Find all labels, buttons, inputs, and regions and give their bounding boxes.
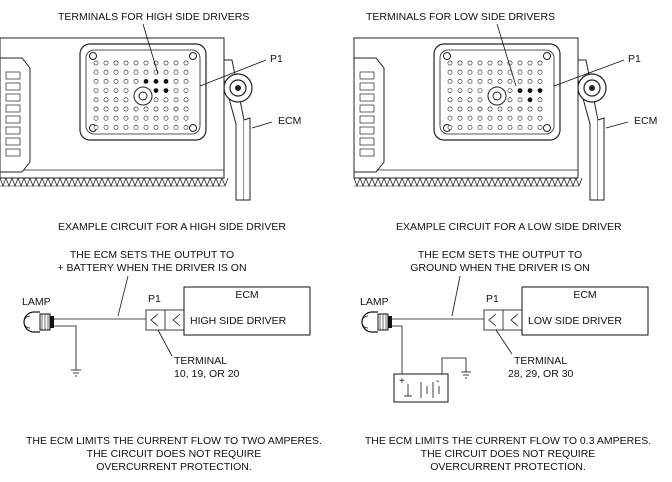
caption-high-side: EXAMPLE CIRCUIT FOR A HIGH SIDE DRIVER: [58, 221, 286, 233]
note-line2-left: + BATTERY WHEN THE DRIVER IS ON: [57, 262, 246, 274]
ecm-box-title-right: ECM: [573, 289, 596, 301]
ecm-box-left: [183, 286, 311, 336]
callout-ecm-left: ECM: [278, 115, 301, 127]
ground-icon: [71, 369, 81, 377]
footer-line1-left: THE ECM LIMITS THE CURRENT FLOW TO TWO A…: [26, 435, 322, 447]
connector-label-right: P1: [486, 293, 499, 305]
ecm-box-right: [521, 286, 649, 336]
terminal-numbers-left: 10, 19, OR 20: [174, 368, 240, 380]
footer-line2-left: THE CIRCUIT DOES NOT REQUIRE: [87, 448, 262, 460]
battery-plus-sign: +: [399, 376, 405, 387]
callout-high-side-terminals: TERMINALS FOR HIGH SIDE DRIVERS: [58, 11, 249, 23]
ecm-box-title-left: ECM: [235, 289, 258, 301]
terminal-numbers-right: 28, 29, OR 30: [508, 368, 574, 380]
schematic-high-side: THE ECM SETS THE OUTPUT TO + BATTERY WHE…: [22, 249, 311, 380]
lamp-icon: [23, 311, 54, 333]
terminal-label-right: TERMINAL: [514, 355, 567, 367]
connector-label-left: P1: [148, 293, 161, 305]
footer-line3-right: OVERCURRENT PROTECTION.: [430, 461, 586, 473]
ground-icon: [461, 371, 471, 379]
callout-low-side-terminals: TERMINALS FOR LOW SIDE DRIVERS: [366, 11, 555, 23]
caption-low-side: EXAMPLE CIRCUIT FOR A LOW SIDE DRIVER: [396, 221, 622, 233]
ecm-illustration-high-side: [0, 23, 273, 201]
terminal-label-left: TERMINAL: [174, 355, 227, 367]
note-line1-left: THE ECM SETS THE OUTPUT TO: [70, 249, 234, 261]
note-line1-right: THE ECM SETS THE OUTPUT TO: [418, 249, 582, 261]
lamp-icon: [361, 311, 392, 333]
callout-p1-left: P1: [270, 53, 283, 65]
connector-p1-icon: [145, 309, 185, 331]
ecm-illustration-low-side: [353, 23, 629, 201]
lamp-label-right: LAMP: [360, 296, 389, 308]
callout-ecm-right: ECM: [634, 115, 657, 127]
footer-line3-left: OVERCURRENT PROTECTION.: [96, 461, 252, 473]
battery-minus-sign: -: [436, 376, 439, 387]
connector-p1-icon: [483, 309, 523, 331]
footer-line1-right: THE ECM LIMITS THE CURRENT FLOW TO 0.3 A…: [365, 435, 651, 447]
battery-icon: [393, 373, 449, 403]
driver-label-left: HIGH SIDE DRIVER: [190, 315, 287, 327]
schematic-low-side: THE ECM SETS THE OUTPUT TO GROUND WHEN T…: [360, 249, 649, 403]
footer-line2-right: THE CIRCUIT DOES NOT REQUIRE: [421, 448, 596, 460]
note-line2-right: GROUND WHEN THE DRIVER IS ON: [410, 262, 589, 274]
callout-p1-right: P1: [628, 53, 641, 65]
driver-label-right: LOW SIDE DRIVER: [528, 315, 622, 327]
lamp-label-left: LAMP: [22, 296, 51, 308]
